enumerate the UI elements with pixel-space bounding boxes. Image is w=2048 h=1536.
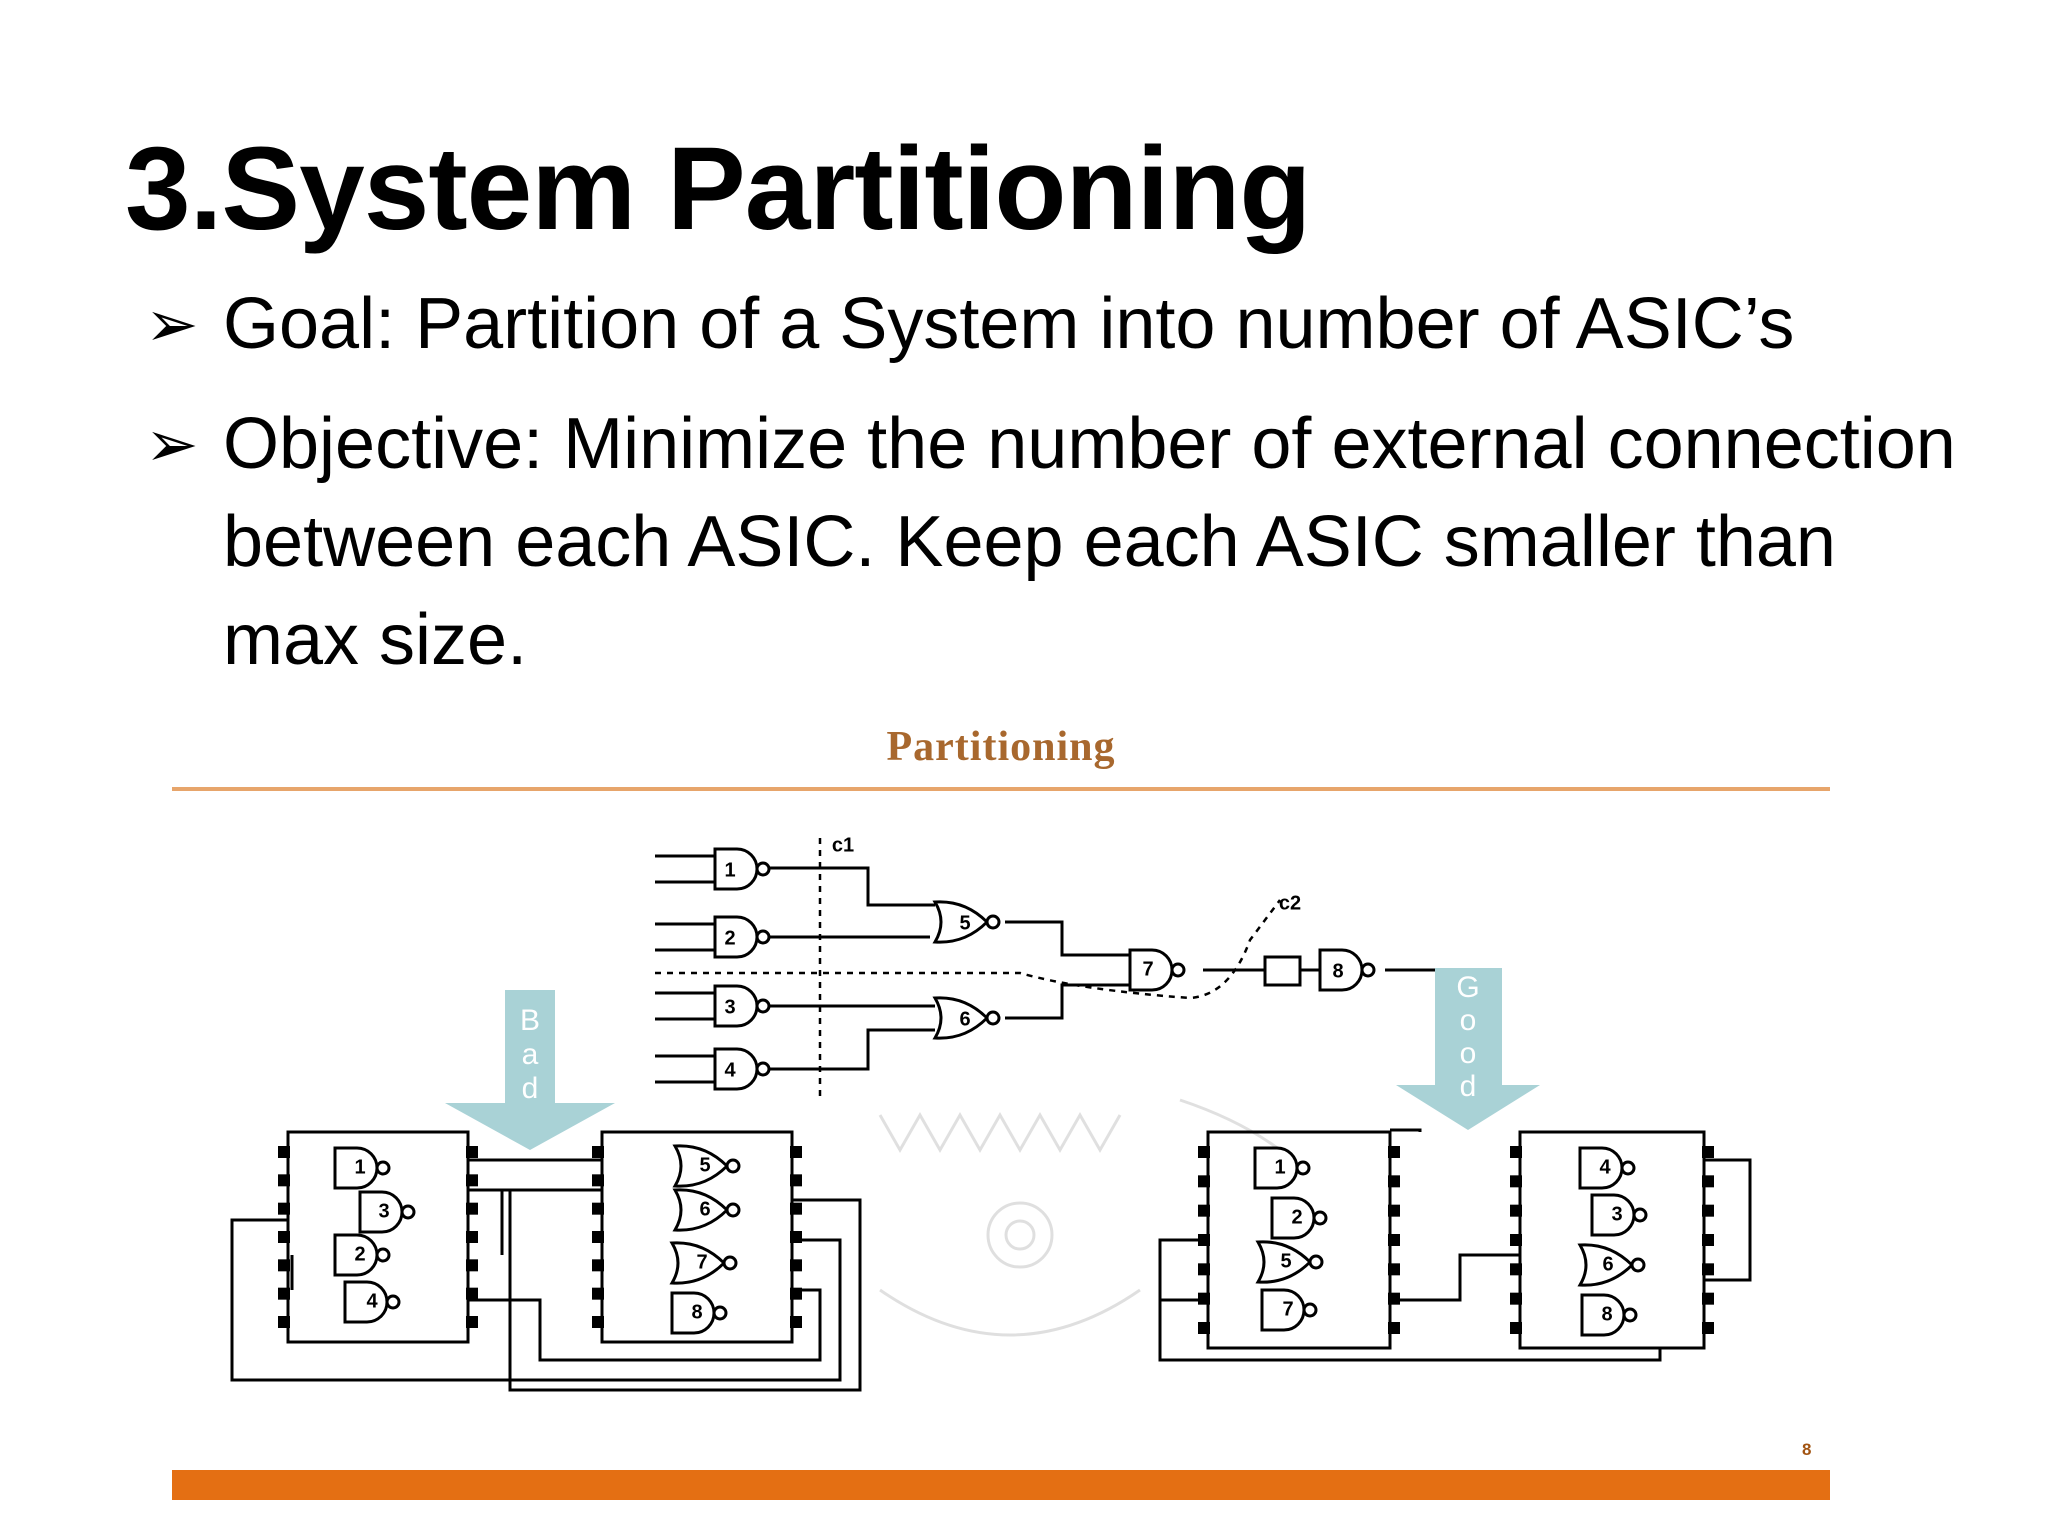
- arrow-letter: a: [522, 1038, 539, 1071]
- chip-gate-label: 8: [1601, 1303, 1612, 1325]
- chip-gate-label: 4: [1599, 1156, 1611, 1178]
- chip-gate-label: 7: [1282, 1298, 1293, 1320]
- arrow-letter: d: [522, 1072, 539, 1105]
- chip-gate-label: 2: [354, 1243, 365, 1265]
- page-number: 8: [1802, 1440, 1812, 1459]
- gate-7-icon: [1128, 948, 1186, 992]
- figure-title: Partitioning: [886, 724, 1116, 770]
- gate-2-icon: [713, 915, 771, 959]
- bad-arrow-icon: B a d: [445, 990, 615, 1150]
- gate-label: 3: [724, 996, 735, 1018]
- gate-label: 8: [1332, 960, 1343, 982]
- slide-title: 3.System Partitioning: [125, 123, 1312, 255]
- chip-gate-label: 4: [366, 1290, 378, 1312]
- arrow-letter: G: [1456, 971, 1479, 1004]
- logic-network: [655, 838, 1440, 1098]
- arrow-bullet-icon: ➢: [145, 408, 199, 480]
- gate-label: 4: [724, 1059, 736, 1081]
- chip-gate-label: 8: [691, 1301, 702, 1323]
- chip-gate-label: 3: [1611, 1203, 1622, 1225]
- cut-label-c1: c1: [832, 834, 854, 856]
- chip-gate-label: 6: [1602, 1253, 1613, 1275]
- figure-bottom-rule: [172, 1470, 1830, 1500]
- chip-gate-label: 2: [1291, 1206, 1302, 1228]
- arrow-letter: B: [520, 1004, 540, 1037]
- cut-label-c2: c2: [1279, 892, 1301, 914]
- gate-3-icon: [713, 984, 771, 1028]
- bullet-text: Objective: Minimize the number of extern…: [223, 404, 1956, 680]
- gate-1-icon: [713, 847, 771, 891]
- arrow-letter: o: [1460, 1037, 1477, 1070]
- watermark-seal-icon: [878, 1098, 1281, 1337]
- bullet-goal: ➢ Goal: Partition of a System into numbe…: [145, 275, 1965, 373]
- chip-gate-label: 7: [696, 1251, 707, 1273]
- gate-label: 7: [1142, 958, 1153, 980]
- bullet-list: ➢ Goal: Partition of a System into numbe…: [145, 275, 1965, 711]
- gate-label: 6: [959, 1008, 970, 1030]
- chip-gate-label: 1: [354, 1156, 365, 1178]
- arrow-letter: d: [1460, 1070, 1477, 1103]
- gate-8-icon: [1318, 948, 1376, 992]
- chip-gate-label: 6: [699, 1198, 710, 1220]
- gate-label: 2: [724, 927, 735, 949]
- chip-gate-label: 5: [1280, 1250, 1291, 1272]
- figure-top-rule: [172, 787, 1830, 791]
- chip-gate-label: 1: [1274, 1156, 1285, 1178]
- chip-pins: [278, 1146, 1714, 1334]
- bullet-text: Goal: Partition of a System into number …: [223, 284, 1795, 364]
- gate-label: 5: [959, 912, 970, 934]
- arrow-bullet-icon: ➢: [145, 288, 199, 360]
- gate-label: 1: [724, 859, 735, 881]
- bullet-objective: ➢ Objective: Minimize the number of exte…: [145, 395, 1965, 689]
- gate-4-icon: [713, 1047, 771, 1091]
- chip-wiring: [230, 1128, 1752, 1392]
- chip-gate-label: 5: [699, 1154, 710, 1176]
- good-arrow-icon: G o o d: [1396, 968, 1540, 1130]
- arrow-letter: o: [1460, 1004, 1477, 1037]
- chip-gate-label: 3: [378, 1200, 389, 1222]
